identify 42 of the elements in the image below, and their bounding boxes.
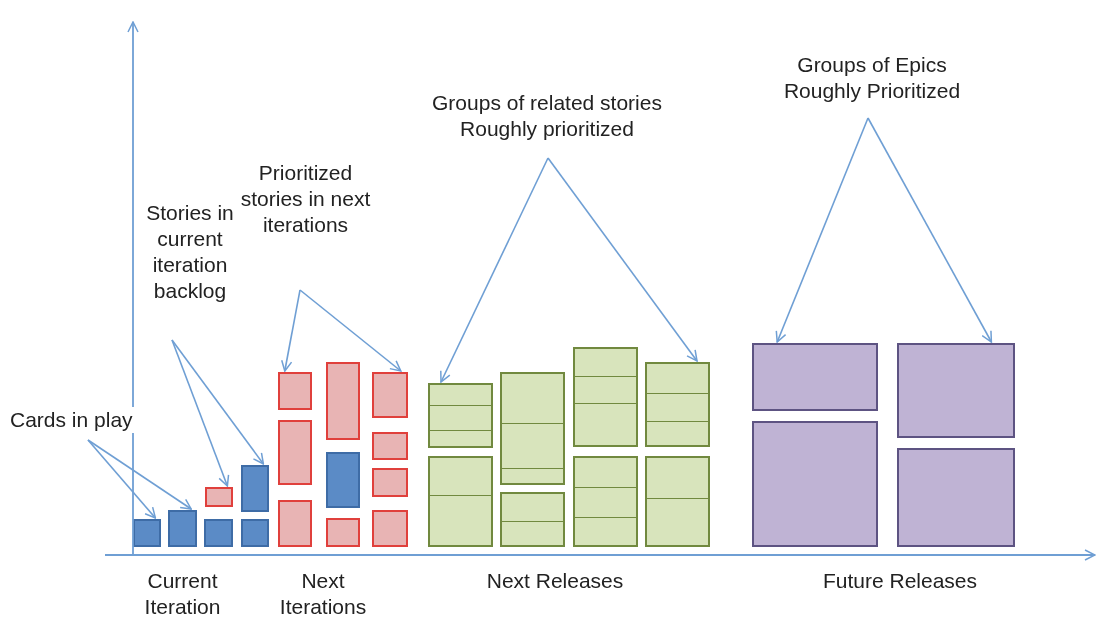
story-card (133, 519, 161, 547)
story-card (573, 456, 638, 547)
story-card (372, 372, 408, 418)
story-card (326, 362, 360, 440)
axis-category-label: Future Releases (821, 568, 979, 594)
story-card (645, 362, 710, 447)
story-card (897, 343, 1015, 438)
leader-arrow (281, 289, 301, 372)
story-card (278, 500, 312, 547)
leader-arrow (87, 439, 192, 510)
story-card (241, 465, 269, 512)
story-card (241, 519, 269, 547)
story-card (428, 456, 493, 547)
leader-arrow (171, 339, 265, 465)
story-card (645, 456, 710, 547)
story-card (168, 510, 197, 547)
leader-arrow (775, 117, 869, 343)
axis-category-label: Next Releases (485, 568, 625, 594)
leader-arrow (171, 339, 230, 487)
axis-category-label: Current Iteration (143, 568, 222, 620)
story-card (428, 383, 493, 448)
leader-arrow (867, 117, 993, 343)
leader-arrow (87, 439, 157, 519)
story-card (752, 421, 878, 547)
story-card (278, 420, 312, 485)
story-card (204, 519, 233, 547)
story-card (897, 448, 1015, 547)
story-card (500, 492, 565, 547)
story-card (752, 343, 878, 411)
story-card (278, 372, 312, 410)
story-card (372, 432, 408, 460)
leader-arrow (547, 157, 698, 362)
axis-category-label: Next Iterations (278, 568, 368, 620)
story-card (573, 347, 638, 447)
story-card (326, 518, 360, 547)
story-card (372, 468, 408, 497)
story-card (372, 510, 408, 547)
story-card (500, 372, 565, 485)
leader-arrow (440, 157, 549, 383)
story-card (205, 487, 233, 507)
story-card (326, 452, 360, 508)
leader-arrow (299, 289, 402, 372)
